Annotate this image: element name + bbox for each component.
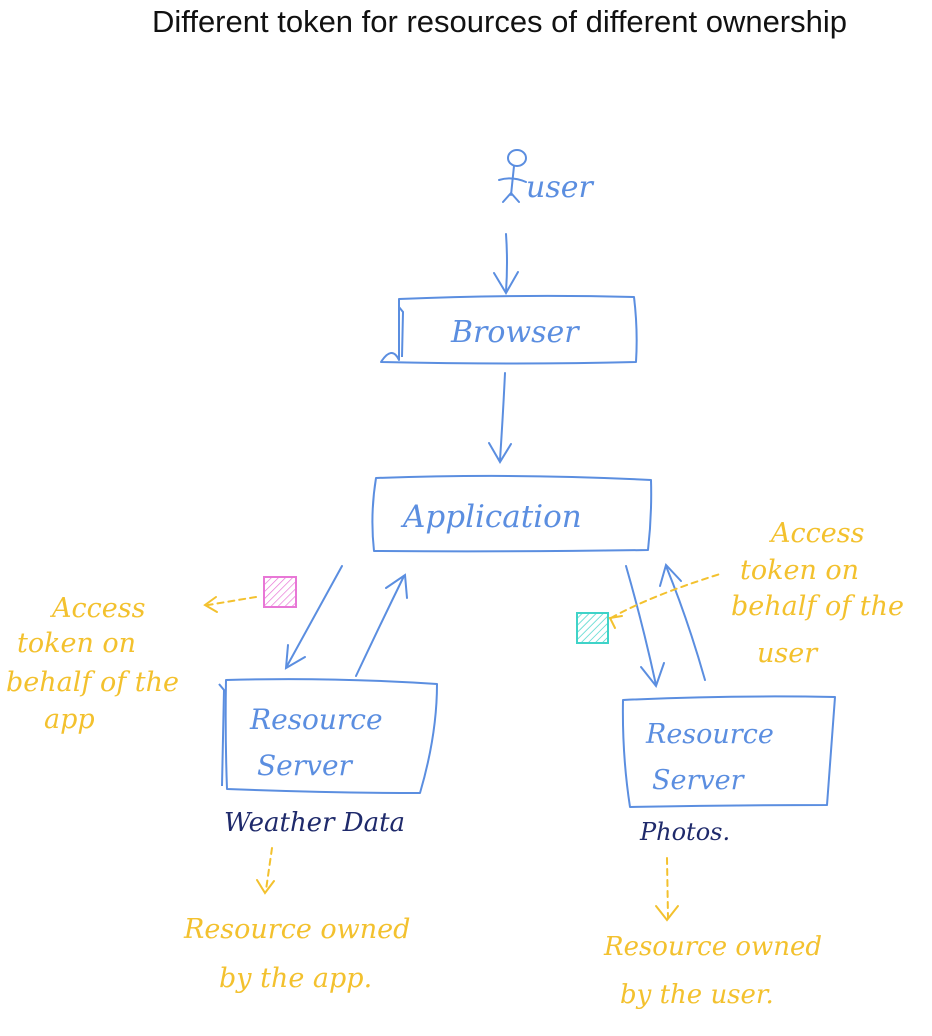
annotation-token-user-line1: Access: [768, 518, 864, 549]
arrow-left-server-to-application: [355, 573, 408, 677]
pointer-weather-owned: [256, 847, 275, 895]
browser-box: Browser: [380, 294, 638, 365]
arrow-application-to-right-server: [625, 565, 665, 689]
annotation-token-app-line4: app: [44, 704, 95, 735]
annotation-token-app-line1: Access: [49, 593, 145, 624]
resource-server-left-label-line1: Resource: [249, 703, 383, 736]
resource-server-right: Resource Server: [621, 695, 836, 808]
annotation-owned-by-app-line1: Resource owned: [183, 914, 410, 945]
annotation-token-user-line2: token on: [740, 555, 859, 586]
annotation-owned-by-app-line2: by the app.: [219, 963, 372, 994]
arrow-user-to-browser: [493, 233, 519, 295]
annotation-owned-by-user: Resource owned by the user.: [603, 932, 822, 1010]
resource-server-right-label-line2: Server: [652, 765, 746, 796]
annotation-token-app-line2: token on: [17, 628, 136, 659]
application-label: Application: [400, 499, 582, 535]
annotation-token-app-line3: behalf of the: [6, 667, 179, 698]
arrow-browser-to-application: [488, 372, 512, 464]
annotation-token-user-line3: behalf of the: [731, 591, 904, 622]
diagram-title: Different token for resources of differe…: [152, 4, 848, 39]
arrow-application-to-left-server: [284, 565, 343, 670]
photos-label: Photos.: [639, 818, 730, 846]
annotation-token-user-line4: user: [757, 638, 819, 669]
annotation-owned-by-app: Resource owned by the app.: [183, 914, 410, 994]
resource-server-left: Resource Server: [218, 678, 438, 794]
annotation-token-user: Access token on behalf of the user: [731, 518, 904, 669]
app-token-icon: [263, 576, 297, 608]
user-stick-figure-icon: [498, 149, 527, 203]
pointer-user-token: [608, 573, 721, 629]
annotation-token-app: Access token on behalf of the app: [6, 593, 179, 735]
annotation-owned-by-user-line1: Resource owned: [603, 932, 822, 962]
pointer-app-token: [203, 596, 257, 613]
weather-data-label: Weather Data: [224, 808, 405, 838]
annotation-owned-by-user-line2: by the user.: [620, 980, 774, 1010]
browser-label: Browser: [450, 315, 580, 350]
user-token-icon: [576, 612, 609, 644]
resource-server-right-label-line1: Resource: [645, 719, 774, 750]
arrow-right-server-to-application: [659, 563, 706, 681]
application-box: Application: [371, 474, 653, 553]
user-node: user: [498, 149, 594, 205]
pointer-photos-owned: [655, 857, 679, 922]
user-label: user: [526, 170, 594, 205]
resource-server-left-label-line2: Server: [257, 749, 354, 782]
